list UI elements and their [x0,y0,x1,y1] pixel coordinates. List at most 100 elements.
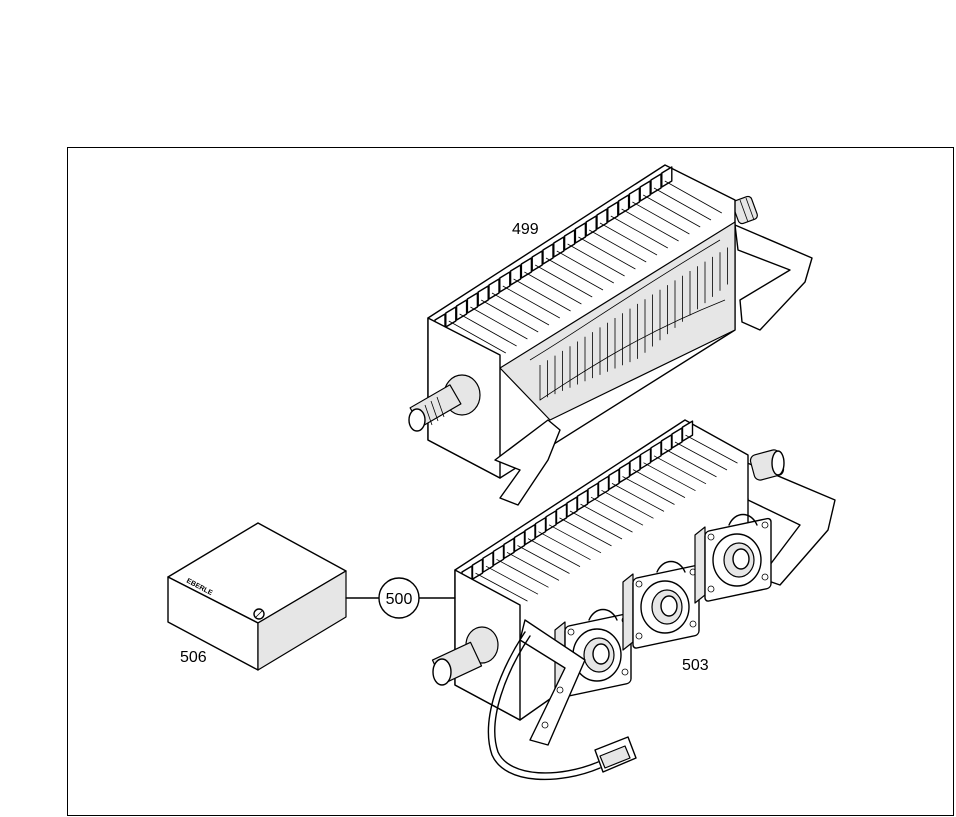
fin-edge [502,285,560,319]
fin-edge [548,524,602,554]
label-500: 500 [386,591,413,608]
fan-screw [707,533,715,541]
fin-edge [535,264,593,298]
fin [524,523,536,546]
fin [477,285,489,307]
fin-edge [506,552,560,581]
fin-edge [538,531,591,561]
fin-edge [527,538,581,567]
fin [531,250,543,272]
fin-edge [556,250,614,284]
fan-1 [554,608,632,699]
fin-edge [590,496,644,526]
fin-edge [674,441,728,471]
fin-edge [470,306,528,340]
fan-screw [621,668,629,676]
fin-edge [567,243,625,277]
fan-screw [567,628,575,636]
fin-edge [611,483,665,512]
fin [574,222,587,244]
fin-edge [632,201,690,235]
fan-screw [635,632,643,640]
fan-hub-cap [732,548,750,570]
fin-edge [664,448,717,478]
label-503: 503 [682,657,709,674]
fan-side [694,526,706,604]
fin [681,420,694,442]
fin [563,229,576,251]
fin [585,215,597,237]
fin [542,243,554,265]
fin [513,530,526,553]
heater-element-499 [408,164,813,506]
label-499: 499 [512,221,539,238]
fan-screw [761,573,769,581]
wire-connector [594,736,637,773]
fin-edge [485,565,539,595]
fin-ridges-top [434,166,722,361]
fin-edge [475,572,528,602]
fin [482,551,494,573]
fan-heater-503 [431,419,836,781]
fin-ridges-front [539,247,728,401]
fin [650,441,662,463]
fin-edge [524,271,582,305]
fin [445,306,457,328]
fin [639,180,651,202]
fan-side [622,573,634,651]
fin [488,278,500,300]
fin [499,271,511,293]
fin-edge [653,187,712,221]
fan-2 [622,560,700,651]
fin [471,558,484,580]
fin [534,517,547,539]
fin [617,194,630,216]
fin [587,482,599,504]
fan-screw [761,521,769,529]
fin [650,173,662,195]
fan-wire-loop [656,560,686,573]
fin [509,264,522,286]
diagram-frame [67,147,954,816]
fan-hub-cap [660,595,678,617]
fan-wire-loop [728,513,758,526]
fan-screw [635,580,643,588]
fin-edge [459,313,517,347]
fin-edge [621,208,679,242]
fan-wire-loop [588,608,618,621]
fan-hub-cap [592,643,610,665]
fin-edge [664,180,722,214]
fin-edge [496,558,549,588]
fin [660,434,673,456]
fin [455,299,468,321]
fin-edge [643,194,701,228]
fin-edge [589,229,647,263]
fin [566,496,578,518]
fan-screw [707,585,715,593]
controller-box-506: EBERLE [167,522,347,671]
fin [671,427,683,449]
fin [629,454,641,477]
fin-edge [578,236,636,270]
fin-edge [491,292,550,326]
fin-edge [632,469,686,498]
fin [466,292,479,314]
fan-screw [689,620,697,628]
fin-edge [653,455,707,485]
fin-edge [481,299,539,333]
fin [555,503,568,525]
fin [618,461,631,484]
fin [520,257,533,279]
fin-edge [448,320,506,354]
fin [661,166,673,188]
fin-edge [580,503,633,533]
fin [607,201,619,223]
fin [492,544,505,566]
fin-edge [622,476,675,505]
fin [545,510,557,532]
fin-edge [513,278,571,312]
fin [639,448,652,470]
fin-edge [569,510,623,540]
label-506: 506 [180,649,207,666]
